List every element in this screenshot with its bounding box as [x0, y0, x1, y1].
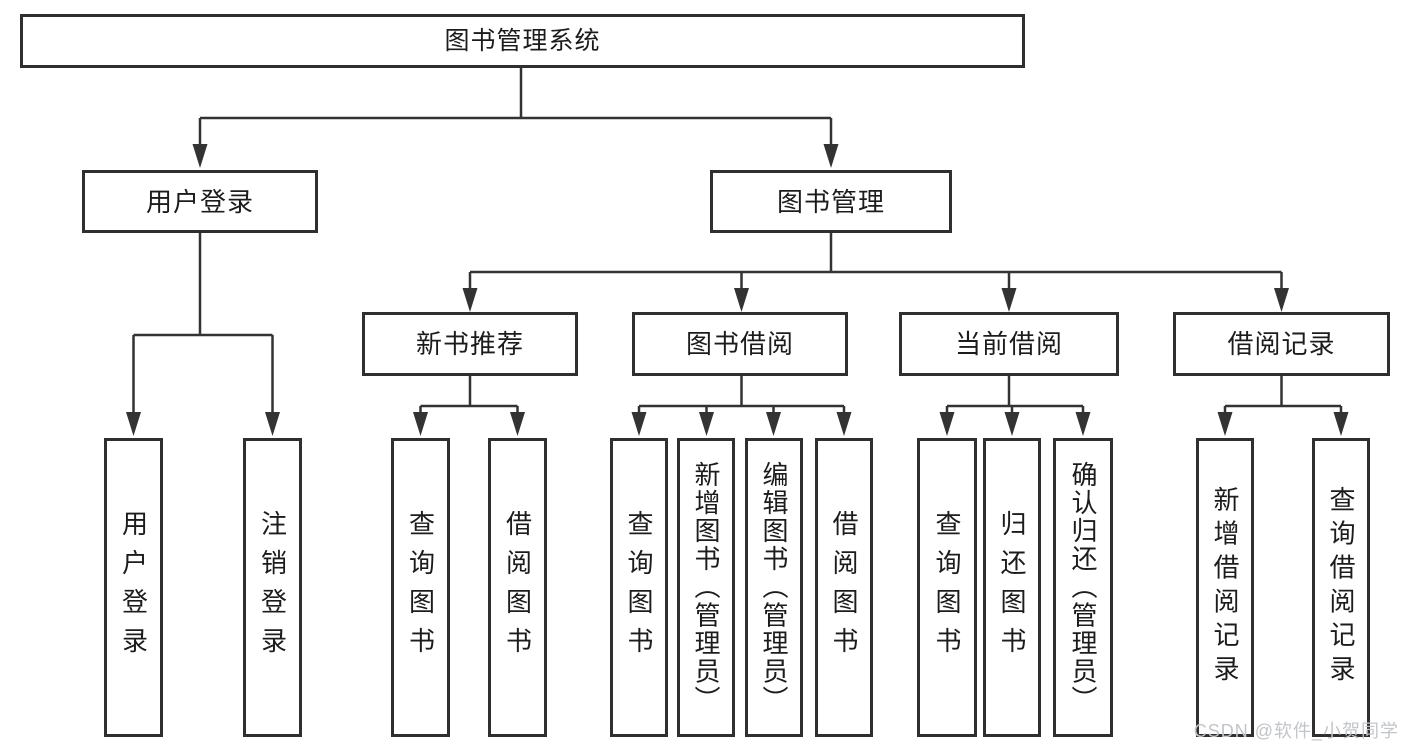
leaf-borrow-books-borrow: 借阅图书	[815, 438, 873, 737]
node-book-management: 图书管理	[710, 170, 952, 233]
borrow-record-connector-line	[1223, 376, 1343, 417]
arrow-down-icon	[823, 144, 839, 168]
arrow-down-icon	[1001, 288, 1017, 312]
arrow-down-icon	[1075, 412, 1091, 436]
arrow-down-icon	[126, 412, 141, 436]
node-current-borrow: 当前借阅	[899, 312, 1119, 376]
node-new-book-recommend: 新书推荐	[362, 312, 578, 376]
leaf-borrow-books-recommend: 借阅图书	[488, 438, 547, 737]
book-management-connector-line	[468, 233, 1283, 293]
watermark-text: CSDN @软件_小贺同学	[1193, 721, 1399, 741]
node-borrow-records: 借阅记录	[1173, 312, 1390, 376]
leaf-user-login: 用户登录	[104, 438, 163, 737]
node-book-borrow: 图书借阅	[632, 312, 848, 376]
leaf-query-books-current: 查询图书	[917, 438, 977, 737]
leaf-query-books-borrow: 查询图书	[610, 438, 668, 737]
leaf-query-borrow-record: 查询借阅记录	[1312, 438, 1370, 737]
user-login-connector-line	[132, 233, 274, 416]
leaf-edit-book-admin: 编辑图书（管理员）	[745, 438, 803, 737]
arrow-down-icon	[836, 412, 852, 436]
arrow-down-icon	[192, 144, 208, 168]
leaf-query-books-recommend: 查询图书	[391, 438, 450, 737]
arrow-down-icon	[510, 412, 525, 436]
leaf-add-book-admin: 新增图书（管理员）	[677, 438, 735, 737]
arrow-down-icon	[1004, 412, 1020, 436]
leaf-confirm-return-admin: 确认归还（管理员）	[1053, 438, 1113, 737]
arrow-down-icon	[699, 412, 714, 436]
arrow-down-icon	[939, 412, 955, 436]
arrow-down-icon	[1274, 288, 1289, 312]
node-user-login: 用户登录	[82, 170, 318, 233]
arrow-down-icon	[265, 412, 280, 436]
arrow-down-icon	[734, 288, 749, 312]
node-library-system: 图书管理系统	[20, 14, 1025, 68]
leaf-logout-login: 注销登录	[243, 438, 302, 737]
book-borrow-connector-line	[637, 376, 846, 417]
current-borrow-connector-line	[945, 376, 1085, 417]
arrow-down-icon	[413, 412, 428, 436]
root-connector-line	[198, 68, 833, 150]
new-book-connector-line	[419, 376, 519, 417]
arrow-down-icon	[766, 412, 781, 436]
leaf-return-book: 归还图书	[983, 438, 1041, 737]
arrow-down-icon	[462, 288, 478, 312]
arrow-down-icon	[1333, 412, 1349, 436]
leaf-add-borrow-record: 新增借阅记录	[1196, 438, 1254, 737]
arrow-down-icon	[1217, 412, 1233, 436]
arrow-down-icon	[631, 412, 647, 436]
